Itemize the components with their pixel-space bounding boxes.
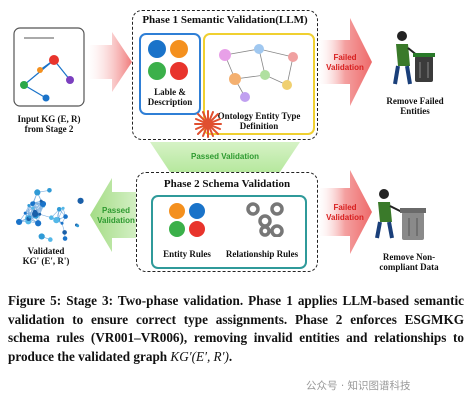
network-node xyxy=(61,206,65,210)
network-node xyxy=(60,221,64,225)
caption-text: Figure 5: Stage 3: Two-phase validation.… xyxy=(8,293,464,364)
network-node xyxy=(27,204,31,208)
llm-burst-icon xyxy=(194,110,222,138)
label-description-text: Lable &Description xyxy=(147,87,193,107)
network-node xyxy=(76,224,80,228)
label-description-panel: Lable &Description xyxy=(139,33,201,115)
caption-tail: . xyxy=(228,348,233,364)
diagram-canvas xyxy=(13,18,435,254)
phase2-box: Phase 2 Schema Validation Entity Rules R… xyxy=(136,172,318,272)
remove-noncompliant-label: Remove Non-compliant Data xyxy=(379,252,439,272)
network-node xyxy=(32,210,39,218)
network-node xyxy=(47,187,52,193)
network-node xyxy=(23,211,27,215)
network-node xyxy=(38,212,42,216)
relationship-rules-label: Relationship Rules xyxy=(225,249,299,259)
network-node xyxy=(39,199,43,203)
rules-icons xyxy=(169,202,284,238)
phase1-failed-arrow xyxy=(318,18,372,106)
rules-panel: Entity Rules Relationship Rules xyxy=(151,195,307,269)
network-node xyxy=(32,201,36,205)
input-kg-graph-icon xyxy=(13,27,85,107)
network-node xyxy=(53,217,60,224)
network-node xyxy=(28,215,32,219)
phase1-box: Phase 1 Semantic Validation(LLM) Lable &… xyxy=(132,10,318,140)
network-node xyxy=(62,230,67,235)
network-node xyxy=(63,214,68,219)
ontology-graph-icon xyxy=(219,44,298,102)
entity-rules-label: Entity Rules xyxy=(163,249,211,259)
network-node xyxy=(48,237,53,242)
network-node xyxy=(56,206,62,212)
network-node xyxy=(62,236,68,241)
caption-math: KG′(E′, R′) xyxy=(170,348,229,364)
input-kg-label: Input KG (E, R)from Stage 2 xyxy=(17,114,81,134)
passed-down-label: Passed Validation xyxy=(190,152,260,161)
figure-caption: Figure 5: Stage 3: Two-phase validation.… xyxy=(8,292,464,366)
phase2-failed-arrow xyxy=(318,170,372,254)
network-node xyxy=(38,233,45,240)
passed-down-arrow xyxy=(150,142,300,172)
network-node xyxy=(77,197,84,204)
network-node xyxy=(49,215,54,221)
network-node xyxy=(16,218,23,226)
network-node xyxy=(31,206,35,210)
network-node xyxy=(35,220,42,227)
network-node xyxy=(34,189,41,196)
phase2-title: Phase 2 Schema Validation xyxy=(163,178,291,190)
phase2-passed-arrow xyxy=(90,178,137,252)
color-circles-icon xyxy=(148,40,188,80)
phase1-title: Phase 1 Semantic Validation(LLM) xyxy=(142,14,308,26)
input-arrow xyxy=(88,32,132,92)
watermark: 公众号 · 知识图谱科技 xyxy=(306,380,411,392)
remove-noncompliant-person-icon xyxy=(375,189,426,240)
validated-kg-network-icon xyxy=(16,187,84,242)
remove-failed-person-icon xyxy=(393,31,435,85)
